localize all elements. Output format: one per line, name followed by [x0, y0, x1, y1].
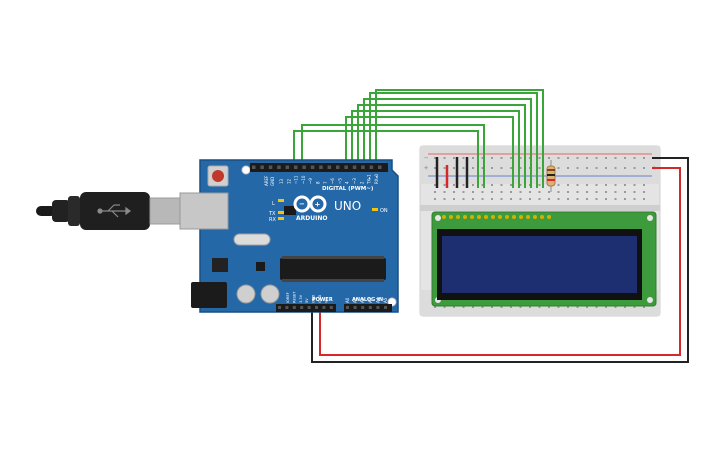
pin-label: GND [318, 295, 322, 303]
led-l [278, 199, 284, 202]
usb-b-jack [179, 192, 229, 230]
pin-label: RX◂0 [374, 173, 379, 184]
pin-label: AREF [264, 175, 269, 186]
breadboard-jumpers[interactable] [435, 157, 469, 188]
power-header [276, 304, 336, 312]
rail-plus-label: + [424, 164, 428, 172]
pin-label: IOREF [286, 292, 290, 303]
usb-cable[interactable] [36, 192, 181, 230]
resistor[interactable] [546, 160, 556, 192]
pin-label: A0 [345, 297, 350, 303]
usb-plug-metal [149, 197, 181, 225]
pin-label: TX▸1 [367, 174, 372, 185]
pin-label: 4 [345, 181, 350, 184]
pin-label: A3 [368, 297, 373, 303]
pin-label: 2 [359, 181, 364, 184]
label-on: ON [380, 208, 388, 214]
dc-barrel-jack [191, 282, 227, 308]
pin-label: 7 [323, 181, 328, 184]
pin-label: ~5 [337, 178, 342, 184]
arduino-infinity-icon [293, 195, 327, 213]
arduino-uno-board[interactable]: L TX RX ON DIGITAL (PWM~) POWER ANALOG I… [179, 159, 399, 313]
pin-label: 13 [279, 178, 284, 184]
pin-label: 12 [286, 178, 291, 184]
capacitor [236, 284, 256, 304]
pin-label: GND [312, 295, 316, 303]
pin-label: 5V [305, 298, 309, 303]
reset-button-icon[interactable] [212, 170, 224, 182]
analog-header [344, 304, 392, 312]
power-label: POWER [312, 297, 333, 303]
digital-pwm-label: DIGITAL (PWM~) [322, 186, 374, 192]
lcd-mount-hole [647, 215, 653, 221]
lcd-16x2-module[interactable] [431, 211, 657, 307]
svg-text:−: − [299, 200, 305, 208]
pin-label: A4 [375, 297, 380, 303]
pin-label: ~11 [294, 175, 299, 184]
pin-label: A1 [353, 297, 358, 303]
crystal-oscillator [233, 233, 271, 246]
rail-minus-label: − [424, 154, 428, 162]
brand-label: ARDUINO [296, 215, 327, 222]
pin-label: 8 [316, 181, 321, 184]
digital-header [250, 163, 388, 172]
label-rx: RX [269, 217, 276, 223]
svg-text:+: + [315, 201, 321, 209]
lcd-screen [442, 236, 637, 293]
pin-label: Vin [324, 297, 328, 303]
cable-end [36, 206, 56, 216]
led-on [372, 208, 378, 211]
analog-in-label: ANALOG IN [352, 297, 383, 303]
green-signal-wires[interactable] [293, 89, 544, 188]
lcd-header-pins [442, 215, 551, 219]
label-tx: TX [268, 211, 276, 217]
pin-label: ~6 [330, 178, 335, 184]
voltage-regulator [212, 258, 228, 272]
pin-label: A5 [383, 297, 388, 303]
led-tx [278, 211, 284, 214]
pin-label: GND [270, 177, 275, 186]
pin-label: ~10 [301, 175, 306, 184]
label-l: L [272, 201, 275, 207]
lcd-mount-hole [435, 215, 441, 221]
pin-label: RESET [292, 291, 296, 303]
pin-label: A2 [360, 297, 365, 303]
mount-hole [241, 165, 251, 175]
led-rx [278, 217, 284, 220]
lcd-mount-hole [647, 297, 653, 303]
capacitor [260, 284, 280, 304]
uno-logo: UNO [334, 199, 361, 213]
pin-label: ~9 [308, 178, 313, 184]
pin-label: 3.3V [299, 294, 303, 303]
power-wires[interactable] [311, 157, 689, 363]
usb-plug-icon [97, 204, 131, 218]
pin-label: ~3 [352, 178, 357, 184]
atmega328-chip [280, 258, 386, 280]
